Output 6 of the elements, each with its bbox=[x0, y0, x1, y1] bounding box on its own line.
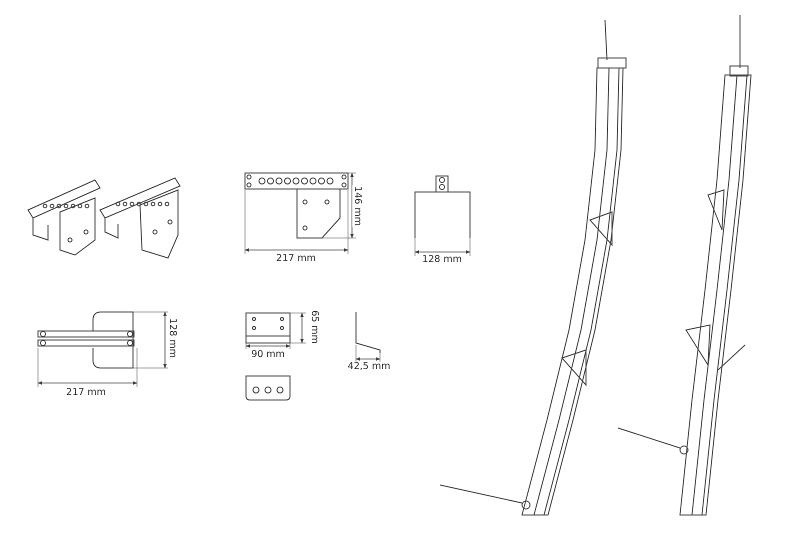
dimension-label: 90 mm bbox=[250, 350, 286, 360]
dimension-label: 65 mm bbox=[308, 309, 320, 345]
dimension-label: 128 mm bbox=[421, 254, 463, 266]
dimension-label: 146 mm bbox=[352, 185, 362, 227]
dimension-label: 128 mm bbox=[166, 317, 178, 359]
dimension-label: 42,5 mm bbox=[346, 362, 392, 372]
